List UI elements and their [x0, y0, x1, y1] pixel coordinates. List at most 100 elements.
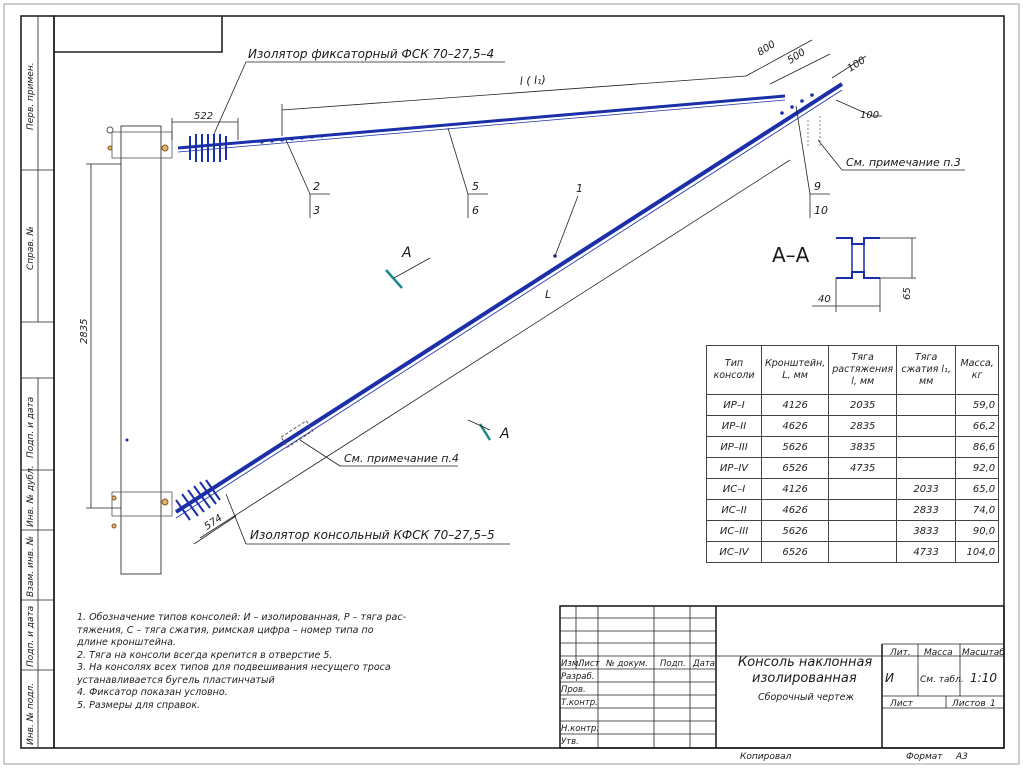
- note-line: длине кронштейна.: [77, 637, 176, 648]
- tb-row-tkontr: Т.контр.: [561, 698, 598, 708]
- dim-L: L: [199, 159, 791, 539]
- note-line: 4. Фиксатор показан условно.: [77, 687, 228, 698]
- dim-cluster-top-right: 800 500 100 100: [745, 39, 882, 146]
- spec-header-compression: Тяга сжатия l₁, мм: [896, 345, 957, 395]
- pos-2-label: 2: [313, 180, 320, 193]
- table-cell: ИР–I: [706, 394, 762, 416]
- section-marker-lower: A: [467, 419, 510, 442]
- section-aa-title: A–A: [772, 243, 810, 267]
- insulator-top: [189, 134, 227, 162]
- tb-masshtab: Масштаб: [962, 648, 1005, 658]
- tb-lit-value: И: [885, 671, 894, 685]
- tb-format-value: А3: [955, 752, 968, 762]
- note-ref-3-text: См. примечание п.3: [846, 156, 961, 169]
- pos-9-label: 9: [814, 180, 821, 193]
- pos-10-label: 10: [814, 204, 828, 217]
- tb-col-list: Лист: [577, 659, 601, 669]
- note-line: тяжения, С – тяга сжатия, римская цифра …: [77, 624, 374, 636]
- table-cell: 4126: [760, 478, 830, 500]
- insulator-top-text: Изолятор фиксаторный ФСК 70–27,5–4: [248, 47, 494, 61]
- note-ref-4-text: См. примечание п.4: [344, 452, 459, 465]
- table-cell: [896, 436, 957, 458]
- table-cell: ИС–II: [706, 499, 762, 521]
- table-cell: 3833: [896, 520, 957, 542]
- note-line: 3. На консолях всех типов для подвешиван…: [77, 662, 391, 673]
- pos-2-3: 2 3: [285, 139, 330, 218]
- dim-100b-label: 100: [860, 110, 879, 121]
- table-cell: [828, 541, 898, 563]
- table-cell: [828, 478, 898, 500]
- section-marker-upper: A: [385, 245, 431, 289]
- side-label-vzam: Взам. инв. №: [26, 536, 36, 597]
- table-cell: [896, 394, 957, 416]
- side-label-inv-podl: Инв. № подл.: [26, 683, 36, 745]
- table-cell: ИС–IV: [706, 541, 762, 563]
- table-cell: 4626: [760, 415, 830, 437]
- table-cell: 74,0: [955, 499, 1000, 521]
- table-cell: 59,0: [955, 394, 1000, 416]
- table-cell: 90,0: [955, 520, 1000, 542]
- section-mark-upper-label: A: [401, 245, 412, 261]
- tb-listov: Листов: [951, 699, 986, 709]
- table-cell: [828, 499, 898, 521]
- table-cell: 2033: [896, 478, 957, 500]
- table-cell: [896, 457, 957, 479]
- table-cell: ИС–III: [706, 520, 762, 542]
- table-cell: 86,6: [955, 436, 1000, 458]
- side-label-podp1: Подп. и дата: [26, 397, 36, 458]
- tb-col-izm: Изм.: [561, 659, 581, 669]
- table-cell: 3835: [828, 436, 898, 458]
- dim-2835-label: 2835: [79, 319, 90, 344]
- pos-5-6: 5 6: [447, 127, 488, 218]
- table-cell: ИР–III: [706, 436, 762, 458]
- spec-header-mass: Масса, кг: [955, 345, 1000, 395]
- dim-2835: 2835: [79, 163, 121, 509]
- note-line: устанавливается бугель пластинчатый: [77, 674, 275, 686]
- insulator-bottom: [175, 479, 221, 521]
- dim-l: l ( l₁): [281, 73, 747, 136]
- dim-100a-label: 100: [846, 55, 868, 75]
- side-label-perv: Перв. примен.: [26, 62, 36, 130]
- tb-col-sign: Подп.: [660, 659, 686, 669]
- note-line: 1. Обозначение типов консолей: И – изоли…: [77, 612, 407, 623]
- table-cell: 5626: [760, 436, 830, 458]
- table-cell: 2835: [828, 415, 898, 437]
- note-ref-3: См. примечание п.3: [817, 139, 965, 171]
- pos-6-label: 6: [472, 204, 479, 217]
- table-cell: ИС–I: [706, 478, 762, 500]
- tb-row-razrab: Разраб.: [561, 672, 594, 682]
- spec-header-type: Тип консоли: [706, 345, 762, 395]
- table-cell: 2833: [896, 499, 957, 521]
- insulator-top-label: Изолятор фиксаторный ФСК 70–27,5–4: [213, 47, 505, 135]
- dim-522-label: 522: [194, 111, 213, 122]
- insulator-bottom-label: Изолятор консольный КФСК 70–27,5–5: [225, 493, 510, 545]
- section-dim-65: 65: [902, 287, 913, 300]
- pos-9-10: 9 10: [795, 105, 830, 218]
- tb-massa-value: См. табл.: [920, 675, 964, 685]
- dim-522: 522: [171, 111, 239, 140]
- side-label-inv-dubl: Инв. № дубл.: [26, 465, 36, 527]
- table-cell: 2035: [828, 394, 898, 416]
- tb-subtitle: Сборочный чертеж: [758, 692, 855, 703]
- table-cell: ИР–II: [706, 415, 762, 437]
- sheet-border: [3, 3, 1020, 765]
- note-line: 5. Размеры для справок.: [77, 699, 201, 711]
- spec-header-tension: Тяга растяжения l, мм: [828, 345, 898, 395]
- table-cell: 4626: [760, 499, 830, 521]
- section-mark-lower-label: A: [499, 426, 510, 442]
- tb-row-utv: Утв.: [561, 737, 579, 747]
- table-cell: 65,0: [955, 478, 1000, 500]
- tb-copied: Копировал: [740, 752, 792, 762]
- dim-l-label: l ( l₁): [519, 73, 546, 88]
- table-cell: 4735: [828, 457, 898, 479]
- table-cell: 6526: [760, 541, 830, 563]
- notes-block: 1. Обозначение типов консолей: И – изоли…: [77, 612, 407, 712]
